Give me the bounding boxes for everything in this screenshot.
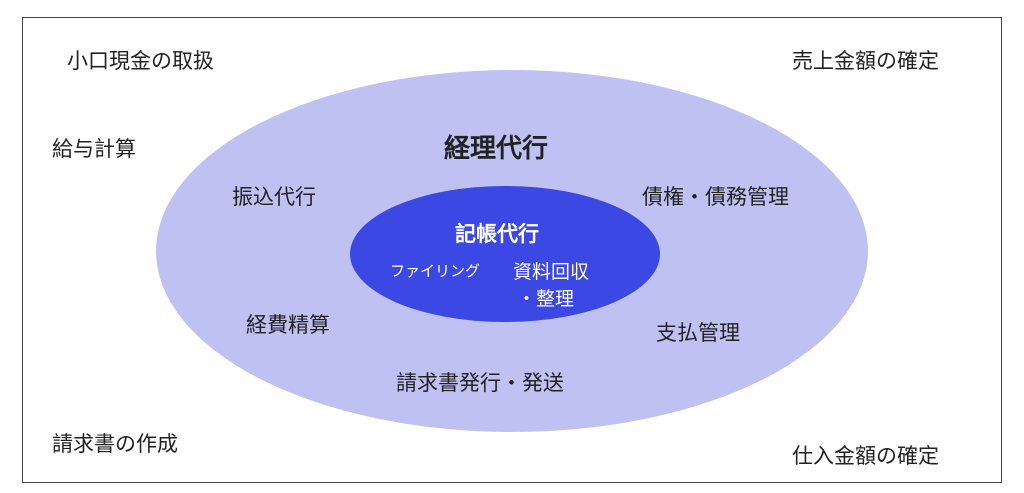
inner-ellipse — [350, 186, 660, 322]
item-organize: ・整理 — [517, 288, 575, 310]
item-receivables: 債権・債務管理 — [642, 185, 789, 209]
item-payment: 支払管理 — [656, 321, 740, 345]
item-expenses: 経費精算 — [246, 313, 330, 337]
item-invoice-issue: 請求書発行・発送 — [396, 371, 564, 395]
inner-title: 記帳代行 — [455, 222, 539, 246]
item-filing: ファイリング — [390, 262, 481, 280]
label-petty-cash: 小口現金の取扱 — [67, 49, 214, 73]
label-invoice-create: 請求書の作成 — [52, 432, 178, 456]
diagram-frame — [22, 17, 1002, 483]
label-payroll: 給与計算 — [52, 137, 136, 161]
outer-title: 経理代行 — [444, 134, 549, 164]
label-purchase-confirm: 仕入金額の確定 — [792, 444, 939, 468]
item-collection: 資料回収 — [513, 261, 590, 283]
label-sales-confirm: 売上金額の確定 — [792, 49, 939, 73]
item-transfer: 振込代行 — [232, 185, 316, 209]
